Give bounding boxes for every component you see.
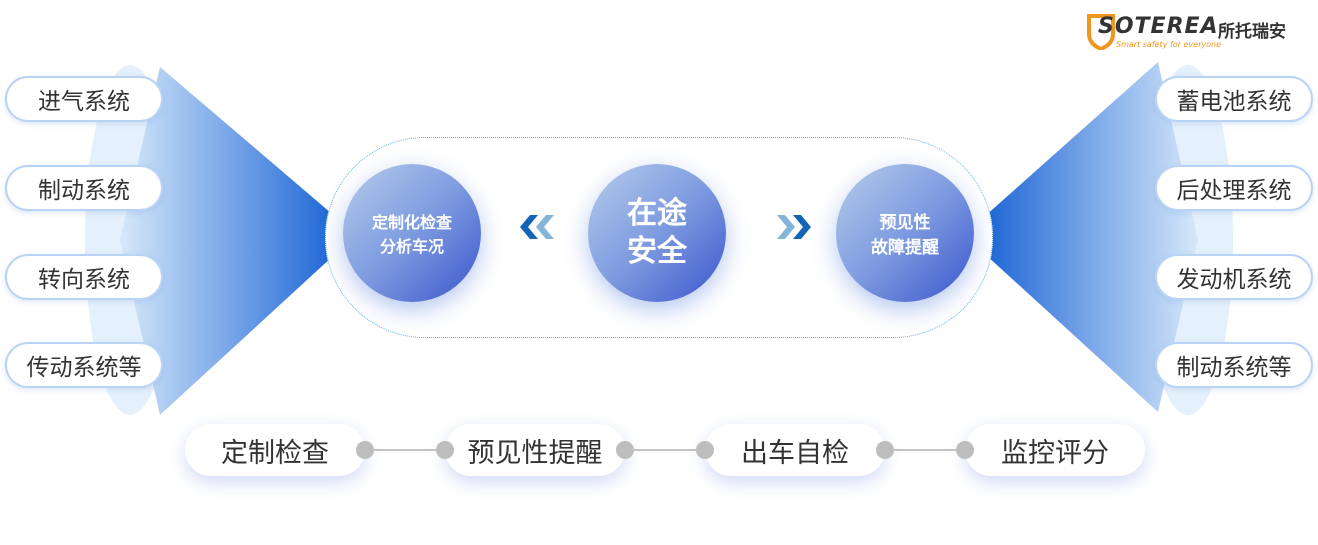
connector-line [374,449,454,451]
logo-cn: 所托瑞安 [1218,22,1286,42]
double-chevron-right-icon [777,215,811,239]
shield-logo-icon [1087,14,1115,50]
circle-text: 故障提醒 [871,238,939,258]
custom-inspection-circle: 定制化检查 分析车况 [343,164,481,302]
right-item: 发动机系统 [1155,254,1313,300]
connector-line [894,449,974,451]
double-chevron-left-icon [520,215,554,239]
step-item: 监控评分 [965,424,1145,476]
logo: SOTEREA 所托瑞安 Smart safety for everyone [1086,10,1306,52]
right-item: 后处理系统 [1155,165,1313,211]
right-item: 蓄电池系统 [1155,76,1313,122]
circle-text: 在途 [627,196,687,231]
circle-text: 预见性 [879,213,931,233]
step-label: 监控评分 [1001,437,1109,469]
circle-text: 安全 [627,234,687,269]
left-item-label: 制动系统 [38,178,130,204]
logo-tagline: Smart safety for everyone [1116,40,1221,49]
connector-dot [876,441,894,459]
left-fan-shape [120,67,345,415]
right-item: 制动系统等 [1155,342,1313,388]
step-item: 预见性提醒 [445,424,625,476]
circle-text: 定制化检查 [371,213,452,232]
connector-dot [436,441,454,459]
right-item-label: 蓄电池系统 [1176,89,1292,115]
fault-alert-circle: 预见性 故障提醒 [836,164,974,302]
right-fan-shape [975,62,1198,412]
left-item: 制动系统 [5,165,163,211]
connector-dot [616,441,634,459]
left-item: 转向系统 [5,254,163,300]
right-item-label: 发动机系统 [1176,267,1292,293]
left-item-label: 转向系统 [38,267,130,293]
left-item: 传动系统等 [5,342,163,388]
left-item-label: 传动系统等 [26,355,142,381]
step-label: 预见性提醒 [467,437,603,469]
right-item-label: 制动系统等 [1176,355,1292,381]
road-safety-circle: 在途 安全 [588,164,726,302]
connector-line [634,449,714,451]
step-item: 出车自检 [705,424,885,476]
step-item: 定制检查 [185,424,365,476]
circle-text: 分析车况 [379,237,444,256]
connector-dot [696,441,714,459]
left-item: 进气系统 [5,76,163,122]
left-item-label: 进气系统 [38,89,130,115]
step-label: 出车自检 [741,437,849,469]
logo-brand: SOTEREA [1098,14,1219,39]
right-item-label: 后处理系统 [1176,178,1292,204]
step-label: 定制检查 [221,437,329,469]
connector-dot [356,441,374,459]
connector-dot [956,441,974,459]
